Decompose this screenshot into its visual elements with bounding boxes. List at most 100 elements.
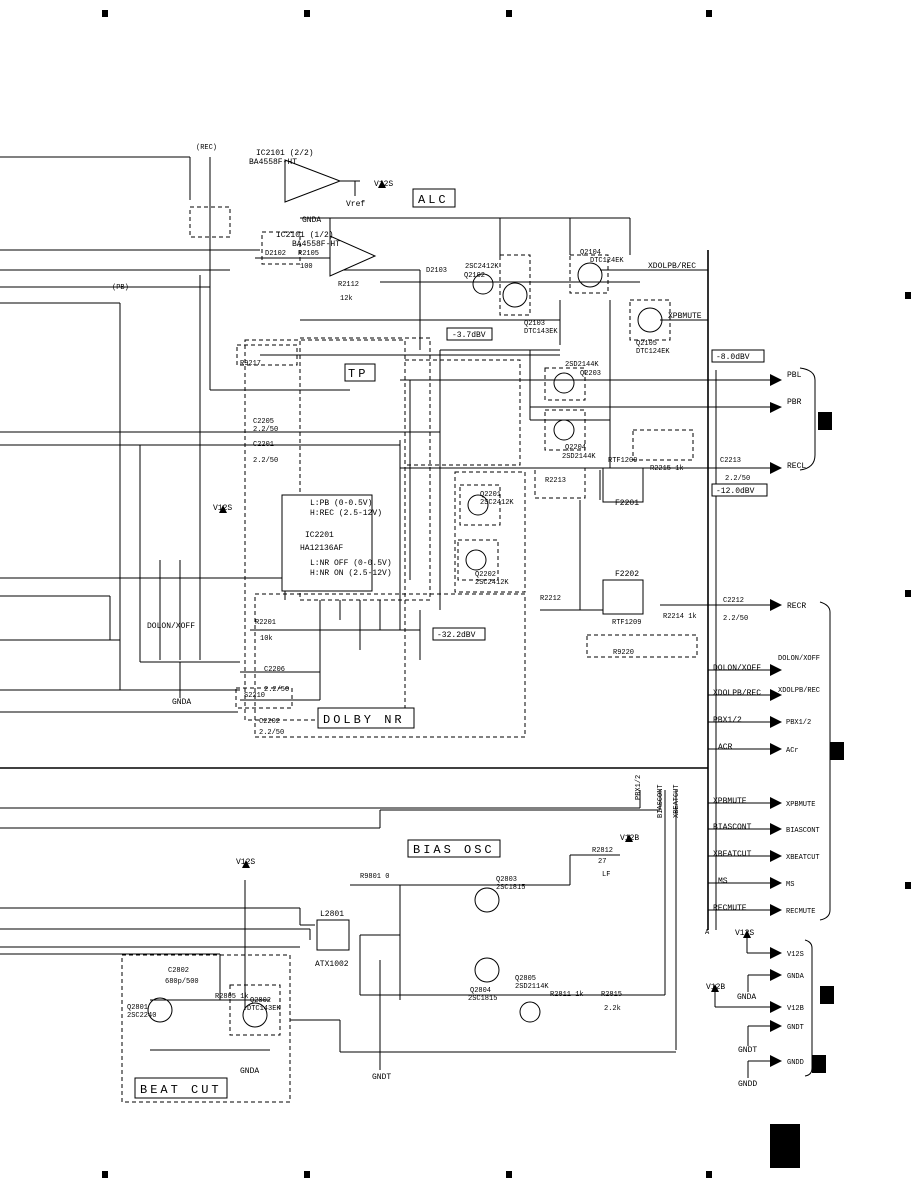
r2805: R2805 1k bbox=[215, 993, 249, 1001]
net-rec-top: (REC) bbox=[196, 144, 217, 152]
gndt-2: GNDT bbox=[738, 1046, 757, 1055]
tp-box bbox=[344, 363, 376, 382]
wiring bbox=[0, 156, 770, 1070]
q2105p: DTC124EK bbox=[636, 348, 670, 356]
q2104: Q2104 bbox=[580, 249, 601, 257]
margin-a: A bbox=[705, 929, 710, 937]
net-xdolpb: XDOLPB/REC bbox=[648, 262, 696, 271]
ic2201-l1: L:PB (0-0.5V) bbox=[310, 499, 372, 508]
c2206v: 2.2/50 bbox=[264, 686, 289, 694]
net-pb-left: (PB) bbox=[112, 284, 129, 292]
v12s-4: V12S bbox=[735, 929, 754, 938]
ic2201-l2: H:REC (2.5-12V) bbox=[310, 509, 382, 518]
gnda-3: GNDA bbox=[240, 1067, 259, 1076]
r2215: R2215 1k bbox=[650, 465, 684, 473]
tp-label: TP bbox=[348, 367, 368, 381]
f2202-label: F2202 bbox=[615, 570, 639, 579]
d2103: D2103 bbox=[426, 267, 447, 275]
c2201: C2201 bbox=[253, 441, 274, 449]
level-m12-0: -12.0dBV bbox=[716, 487, 755, 496]
bus-inner-0: DOLON/XOFF bbox=[713, 664, 761, 673]
r2815: R2815 bbox=[601, 991, 622, 999]
q2201p: 2SC2412K bbox=[480, 499, 514, 507]
bus-inner-5: BIASCONT bbox=[713, 823, 752, 832]
c2201v: 2.2/50 bbox=[253, 457, 278, 465]
v12s-1: V12S bbox=[374, 180, 393, 189]
r2212: R2212 bbox=[540, 595, 561, 603]
beat-cut-box bbox=[134, 1077, 228, 1099]
gndt-1: GNDT bbox=[372, 1073, 391, 1082]
alc-label: ALC bbox=[418, 193, 449, 207]
bus-outer-5: BIASCONT bbox=[786, 827, 820, 835]
r9801: R9801 0 bbox=[360, 873, 389, 881]
c2802v: 680p/500 bbox=[165, 978, 199, 986]
r2105: R2105 bbox=[298, 250, 319, 258]
rtf1209a-label: RTF1209 bbox=[608, 457, 637, 465]
bus-inner-7: MS bbox=[718, 877, 728, 886]
rtf1209b-label: RTF1209 bbox=[612, 619, 641, 627]
bus-lines bbox=[708, 669, 770, 1078]
gnda-1: GNDA bbox=[302, 216, 321, 225]
v12s-3: V12S bbox=[236, 858, 255, 867]
net-xpbmute: XPBMUTE bbox=[668, 312, 702, 321]
q2202: Q2202 bbox=[475, 571, 496, 579]
pin-v12s: V12S bbox=[787, 951, 804, 959]
c2205: C2205 bbox=[253, 418, 274, 426]
r2213: R2213 bbox=[545, 477, 566, 485]
q2802p: DTC143EK bbox=[247, 1005, 281, 1013]
c2802: C2802 bbox=[168, 967, 189, 975]
conn-pbr: PBR bbox=[787, 398, 802, 407]
dolby-nr-label: DOLBY NR bbox=[323, 713, 405, 727]
bias-osc-label: BIAS OSC bbox=[413, 843, 495, 857]
q2105: Q2105 bbox=[636, 340, 657, 348]
c2202: C2202 bbox=[259, 718, 280, 726]
vref: Vref bbox=[346, 200, 365, 209]
f2201-body bbox=[602, 467, 644, 503]
bias-osc-box bbox=[407, 839, 501, 858]
bus-outer-8: RECMUTE bbox=[786, 908, 815, 916]
pin-gndd: GNDD bbox=[787, 1059, 804, 1067]
bus-inner-1: XDOLPB/REC bbox=[713, 689, 761, 698]
ic2201-part: HA12136AF bbox=[300, 544, 343, 553]
conn-recl: RECL bbox=[787, 462, 806, 471]
c2205v: 2.2/50 bbox=[253, 426, 278, 434]
r2201v: 10k bbox=[260, 635, 273, 643]
level-m8-0: -8.0dBV bbox=[716, 353, 750, 362]
q2102: Q2102 bbox=[464, 272, 485, 280]
dashed-blocks bbox=[121, 206, 698, 1103]
pin-v12b: V12B bbox=[787, 1005, 804, 1013]
q2204: Q2204 bbox=[565, 444, 586, 452]
q2202p: 2SC2412K bbox=[475, 579, 509, 587]
opamps bbox=[284, 159, 377, 277]
level-box-1 bbox=[446, 327, 493, 341]
v12b-2: V12B bbox=[706, 983, 725, 992]
gnda-2: GNDA bbox=[172, 698, 191, 707]
q2801p: 2SC2240 bbox=[127, 1012, 156, 1020]
c2212: C2212 bbox=[723, 597, 744, 605]
ic2101b-label: IC2101 (2/2) bbox=[256, 149, 314, 158]
r2815v: 2.2k bbox=[604, 1005, 621, 1013]
dolby-box bbox=[317, 707, 415, 729]
ic2201-l3: L:NR OFF (0-0.5V) bbox=[310, 559, 392, 568]
level-box-4 bbox=[432, 627, 486, 641]
q2801: Q2801 bbox=[127, 1004, 148, 1012]
bus-inner-3: ACR bbox=[718, 743, 733, 752]
q2103p: DTC143EK bbox=[524, 328, 558, 336]
ic2101a-label: IC2101 (1/2) bbox=[276, 231, 334, 240]
q2802: Q2802 bbox=[250, 997, 271, 1005]
q2803: Q2803 bbox=[496, 876, 517, 884]
bus-inner-2: PBX1/2 bbox=[713, 716, 742, 725]
q2201: Q2201 bbox=[480, 491, 501, 499]
q2204p: 2SD2144K bbox=[562, 453, 596, 461]
v12b-1: V12B bbox=[620, 834, 639, 843]
gnda-4: GNDA bbox=[737, 993, 756, 1002]
r2811: R2811 1k bbox=[550, 991, 584, 999]
level-m3-7: -3.7dBV bbox=[452, 331, 486, 340]
r9220: R9220 bbox=[613, 649, 634, 657]
r2812: R2812 bbox=[592, 847, 613, 855]
bus-outer-1: XDOLPB/REC bbox=[778, 687, 820, 695]
q2805: Q2805 bbox=[515, 975, 536, 983]
q2103: Q2103 bbox=[524, 320, 545, 328]
net-biascont: BIASCONT bbox=[657, 784, 665, 818]
